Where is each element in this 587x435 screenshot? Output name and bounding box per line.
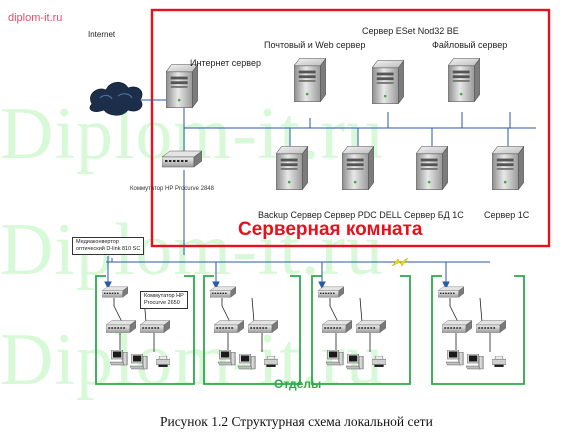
workstation-link (335, 333, 371, 352)
media-converter-icon (210, 286, 236, 298)
antivirus-server-icon (372, 60, 404, 104)
app-server-label: Сервер 1С (484, 210, 530, 220)
site-watermark-label: diplom-it.ru (8, 12, 63, 24)
file-server-icon (448, 58, 480, 102)
pdc-server-icon (342, 146, 374, 190)
distribution-bus (106, 258, 490, 263)
access-switch-icon (248, 320, 278, 333)
department-border (431, 275, 525, 385)
internet-server-icon (166, 64, 198, 108)
wireless-link-icon (391, 257, 409, 267)
backup-server-icon (276, 146, 308, 190)
access-switch-icon (476, 320, 506, 333)
access-switch-line2: Procurve 2650 (144, 300, 180, 306)
access-switch-icon (140, 320, 170, 333)
workstation-icon (446, 350, 464, 366)
media-converter-icon (438, 286, 464, 298)
internet-label: Internet (88, 30, 116, 39)
antivirus-server-label: Сервер ESet Nod32 BE (362, 26, 459, 36)
workstation-link (227, 333, 263, 352)
workstation-link (455, 333, 491, 352)
department-border (95, 275, 195, 385)
department-link (449, 297, 483, 323)
workstation-icon (326, 350, 344, 366)
server-room-links (183, 105, 536, 255)
access-switch-icon (106, 320, 136, 333)
printer-icon (264, 356, 278, 367)
printer-icon (372, 356, 386, 367)
backup-server-label: Backup Сервер (258, 210, 322, 220)
figure-caption: Рисунок 1.2 Структурная схема локальной … (160, 414, 433, 429)
server-room-border (150, 8, 551, 248)
pdc-server-label: Сервер PDC DELL (324, 210, 402, 220)
workstation-icon (346, 354, 364, 370)
db-server-icon (416, 146, 448, 190)
department-link (221, 297, 255, 323)
workstation-icon (466, 354, 484, 370)
workstation-icon (238, 354, 256, 370)
printer-icon (156, 356, 170, 367)
department-link (329, 297, 363, 323)
media-converter-icon (102, 286, 128, 298)
media-converter-callout: Медиаконвертор оптический D-link 810 SC (72, 237, 145, 255)
media-converter-line1: Медиаконвертор (76, 239, 119, 245)
workstation-icon (218, 350, 236, 366)
mail-web-server-icon (294, 58, 326, 102)
access-switch-icon (442, 320, 472, 333)
department-border (203, 275, 301, 385)
access-switch-icon (356, 320, 386, 333)
mail-web-server-label: Почтовый и Web сервер (264, 40, 366, 50)
access-switch-line1: Коммутатор HP (144, 293, 184, 299)
department-border (311, 275, 411, 385)
core-switch-icon (162, 150, 202, 168)
printer-icon (492, 356, 506, 367)
department-groups (95, 275, 525, 385)
workstation-icon (130, 354, 148, 370)
access-switch-icon (322, 320, 352, 333)
media-converter-icon (318, 286, 344, 298)
server-room-title: Серверная комната (238, 219, 423, 240)
workstation-link (119, 333, 155, 352)
workstation-icon (110, 350, 128, 366)
bus-arrows (104, 256, 450, 290)
internet-server-label: Интернет сервер (190, 58, 261, 68)
app-server-icon (492, 146, 524, 190)
file-server-label: Файловый сервер (432, 40, 508, 50)
core-switch-label: Коммутатор HP Procurve 2848 (130, 186, 214, 192)
media-converter-line2: оптический D-link 810 SC (76, 246, 141, 252)
departments-label: Отделы (274, 377, 322, 391)
access-switch-callout: Коммутатор HP Procurve 2650 (140, 291, 188, 309)
internet-cloud-icon (89, 81, 143, 116)
access-switch-icon (214, 320, 244, 333)
db-server-label: Сервер БД 1С (404, 210, 464, 220)
